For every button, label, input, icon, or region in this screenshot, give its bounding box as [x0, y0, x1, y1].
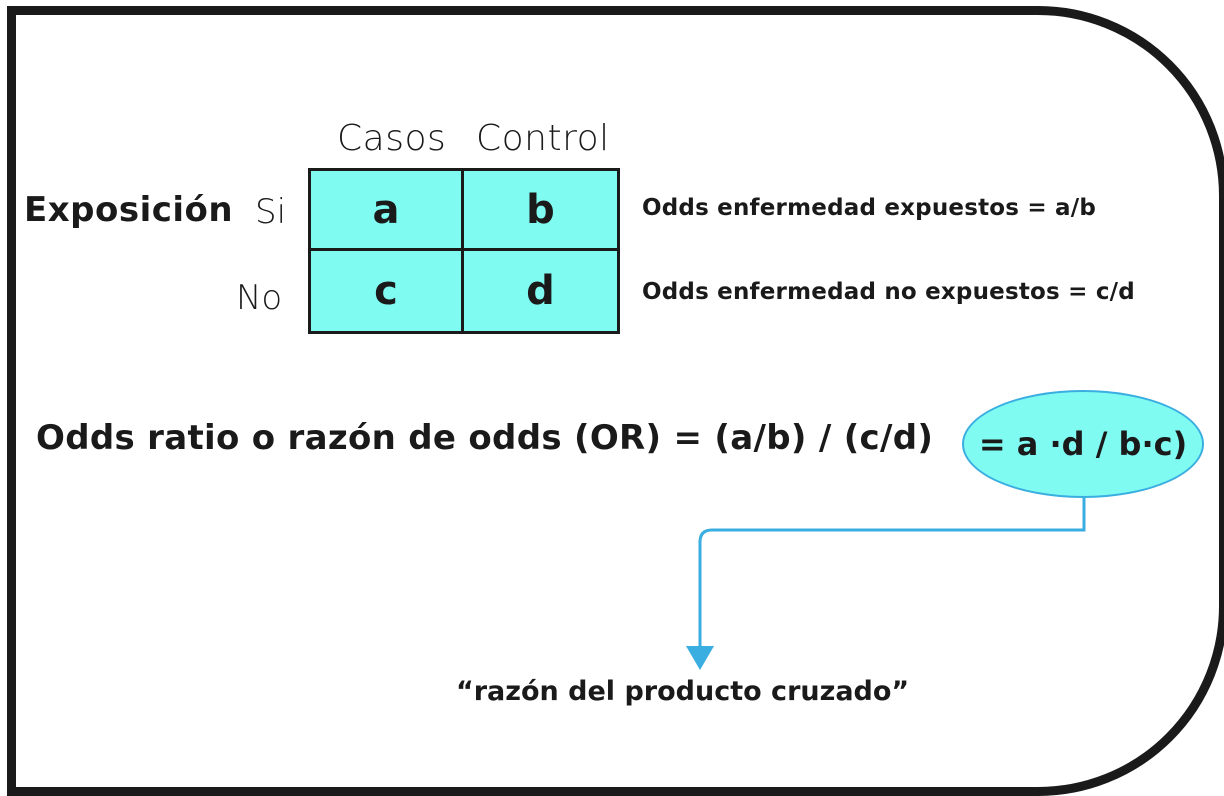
- cell-c: c: [311, 251, 464, 331]
- cell-b: b: [464, 171, 617, 251]
- cross-product-formula: = a ·d / b·c): [978, 425, 1188, 463]
- cell-a: a: [311, 171, 464, 251]
- column-header-control: Control: [476, 118, 610, 159]
- odds-unexposed-text: Odds enfermedad no expuestos = c/d: [642, 279, 1135, 305]
- odds-ratio-formula: Odds ratio o razón de odds (OR) = (a/b) …: [36, 418, 934, 458]
- odds-exposed-text: Odds enfermedad expuestos = a/b: [642, 195, 1097, 221]
- column-header-casos: Casos: [337, 118, 447, 159]
- cross-product-highlight: = a ·d / b·c): [962, 390, 1204, 498]
- row-label-si: Si: [255, 192, 287, 232]
- contingency-table: a b c d: [308, 168, 620, 334]
- cross-product-caption: “razón del producto cruzado”: [456, 676, 910, 707]
- cell-d: d: [526, 268, 555, 314]
- exposure-label: Exposición: [24, 190, 234, 230]
- row-label-no: No: [236, 278, 283, 318]
